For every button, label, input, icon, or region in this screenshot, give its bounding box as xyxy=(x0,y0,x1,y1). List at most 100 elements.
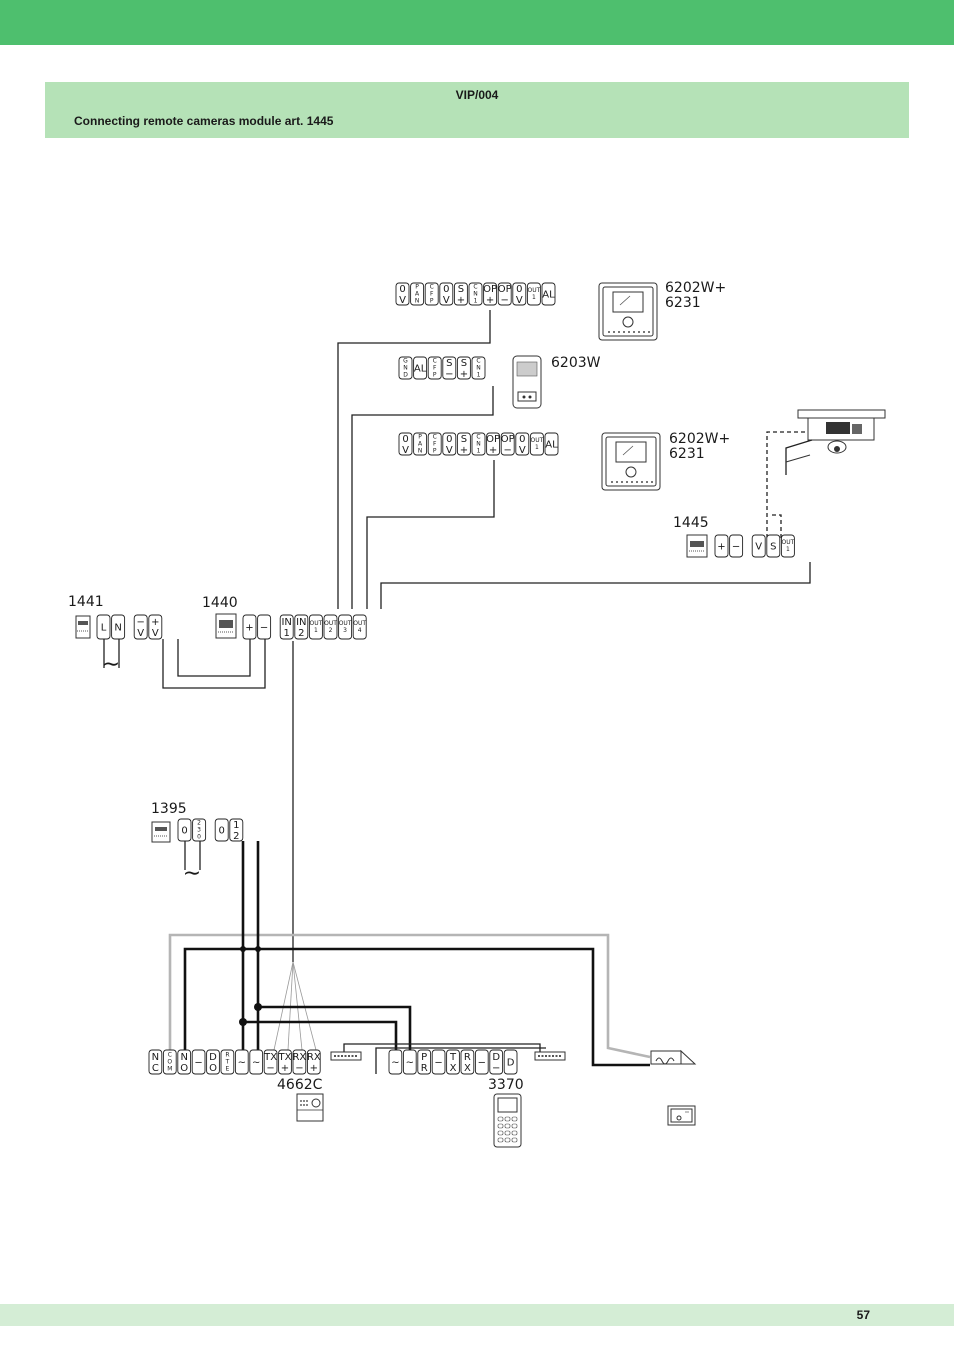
terminal: OP+ xyxy=(486,432,500,456)
terminal: PR xyxy=(417,1049,432,1075)
terminal-label: A xyxy=(415,291,420,298)
terminal-label: + xyxy=(310,1063,318,1074)
terminal-label: N xyxy=(415,298,420,305)
wire-black-lock xyxy=(183,947,650,1067)
terminal: −V xyxy=(133,614,148,640)
terminal: − xyxy=(729,534,744,558)
ac-symbol: ∼ xyxy=(183,861,201,886)
terminal: CN1 xyxy=(468,282,483,306)
terminal-label: 0 xyxy=(443,284,449,295)
terminal-label: C xyxy=(433,434,437,441)
terminal: CN1 xyxy=(471,356,486,380)
terminal: OP− xyxy=(498,282,512,306)
terminal-label: − xyxy=(260,623,268,634)
terminal-label: − xyxy=(434,1058,442,1069)
junction-dots xyxy=(239,946,262,1026)
junction-dot xyxy=(239,1018,247,1026)
terminal: ~ xyxy=(402,1049,417,1075)
terminal-label: RX xyxy=(307,1052,321,1063)
terminal-label: + xyxy=(460,369,468,380)
terminal-label: TX xyxy=(278,1052,292,1063)
din-module-icon xyxy=(75,615,91,639)
terminal-label: 1 xyxy=(477,372,481,379)
terminal-label: C xyxy=(473,284,477,291)
wire-camera-dash-2 xyxy=(771,514,782,538)
terminal-label: M xyxy=(167,1066,172,1073)
terminal: RX− xyxy=(292,1049,306,1075)
keypad-icon xyxy=(296,1093,324,1122)
terminal-label: N xyxy=(403,365,408,372)
monitor-icon xyxy=(601,432,661,491)
terminal-label: C xyxy=(433,358,437,365)
terminal-label: OUT xyxy=(528,287,541,294)
terminal-label: D xyxy=(209,1052,217,1063)
wire-camera-dash xyxy=(766,431,808,538)
terminal-label: V xyxy=(446,445,453,456)
junction-dot xyxy=(254,1003,262,1011)
terminal: CFP xyxy=(427,432,442,456)
wire-out4-1445 xyxy=(380,562,811,609)
terminal-label: E xyxy=(226,1066,230,1073)
terminal-label: T xyxy=(449,1052,457,1063)
terminal-label: − xyxy=(732,542,740,553)
terminal: S− xyxy=(442,356,457,380)
terminal-label: O xyxy=(180,1063,188,1074)
junction-dot xyxy=(255,946,261,952)
terminal-label: + xyxy=(717,542,725,553)
terminal-label: C xyxy=(168,1052,172,1059)
terminal-label: + xyxy=(245,623,253,634)
label-6202w-mid-l2: 6231 xyxy=(669,446,705,462)
terminal: AL xyxy=(541,282,556,306)
terminal-label: OUT xyxy=(310,620,323,627)
terminal-label: IN xyxy=(296,617,306,628)
terminal: CN1 xyxy=(471,432,486,456)
label-6202w-top-l1: 6202W+ xyxy=(665,280,726,296)
terminal-label: 4 xyxy=(358,627,362,634)
diagram-title: Connecting remote cameras module art. 14… xyxy=(74,114,334,128)
terminal-label: ~ xyxy=(252,1058,260,1069)
terminal-label: OP xyxy=(483,284,497,295)
terminal: + xyxy=(714,534,729,558)
terminal: 0V xyxy=(398,432,413,456)
terminal-label: C xyxy=(476,434,480,441)
camera-icon xyxy=(785,409,886,475)
terminal: 0 xyxy=(177,818,192,842)
wire-out1-row1 xyxy=(337,310,491,609)
terminal: TX+ xyxy=(278,1049,292,1075)
terminal-label: R xyxy=(225,1052,229,1059)
terminal-label: S xyxy=(446,358,452,369)
terminal: 0V xyxy=(395,282,410,306)
terminal-label: P xyxy=(418,434,422,441)
wire-1395-mains xyxy=(184,841,201,870)
terminal-label: N xyxy=(114,623,121,634)
terminal: N xyxy=(111,614,126,640)
terminal-label: F xyxy=(433,365,437,372)
wire-out2-6203w xyxy=(351,386,494,609)
terminal-label: P xyxy=(415,284,419,291)
terminal-label: R xyxy=(464,1052,471,1063)
header-box: VIP/004 Connecting remote cameras module… xyxy=(45,82,909,138)
terminal: RTE xyxy=(220,1049,235,1075)
device-labels: 6202W+ 6231 6203W 6202W+ 6231 1445 1441 … xyxy=(68,280,730,1093)
terminal-label: OP xyxy=(486,434,500,445)
terminal: S xyxy=(766,534,781,558)
terminal-label: − xyxy=(501,295,509,306)
terminal: AL xyxy=(544,432,559,456)
terminal-label: OP xyxy=(498,284,512,295)
terminal: CFP xyxy=(427,356,442,380)
terminal: 0V xyxy=(439,282,454,306)
terminal-label: − xyxy=(137,617,145,628)
terminal-label: 1 xyxy=(284,628,290,639)
terminal-label: N xyxy=(418,448,423,455)
terminal: GND xyxy=(398,356,413,380)
terminal-label: OUT xyxy=(353,620,366,627)
terminal-label: N xyxy=(180,1052,187,1063)
